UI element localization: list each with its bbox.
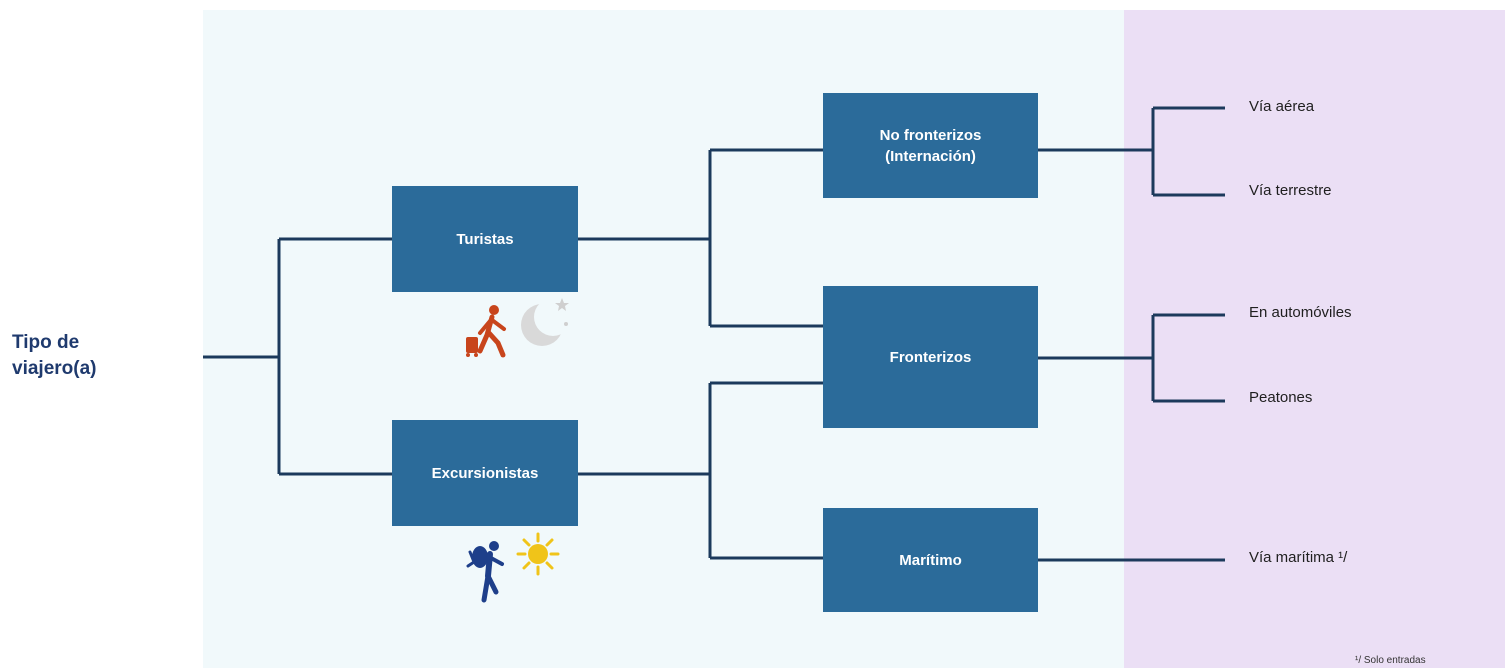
node-excursionistas: Excursionistas <box>392 420 578 526</box>
leaf-peatones: Peatones <box>1249 389 1313 406</box>
node-turistas-label: Turistas <box>456 230 514 248</box>
node-maritimo-label: Marítimo <box>899 551 962 569</box>
traveler-moon-icon <box>458 293 576 365</box>
leaf-via-terrestre: Vía terrestre <box>1249 182 1332 199</box>
node-no-fronterizos: No fronterizos (Internación) <box>823 93 1038 198</box>
root-node: Tipo de viajero(a) <box>12 330 96 382</box>
leaf-via-aerea: Vía aérea <box>1249 98 1315 115</box>
leaf-via-maritima: Vía marítima ¹/ <box>1249 549 1348 566</box>
outcome-background <box>1124 10 1505 668</box>
hiker-sun-icon <box>458 532 576 612</box>
node-no-fronterizos-line2: (Internación) <box>885 147 976 165</box>
node-no-fronterizos-line1: No fronterizos <box>879 126 982 144</box>
node-fronterizos-label: Fronterizos <box>889 348 972 366</box>
root-label-line1: Tipo de <box>12 332 80 353</box>
node-fronterizos: Fronterizos <box>823 286 1038 428</box>
node-excursionistas-label: Excursionistas <box>431 464 539 482</box>
leaf-en-automoviles: En automóviles <box>1249 304 1352 321</box>
node-turistas: Turistas <box>392 186 578 292</box>
root-label-line2: viajero(a) <box>12 358 97 379</box>
node-maritimo: Marítimo <box>823 508 1038 612</box>
footnote: ¹/ Solo entradas <box>1355 655 1426 666</box>
